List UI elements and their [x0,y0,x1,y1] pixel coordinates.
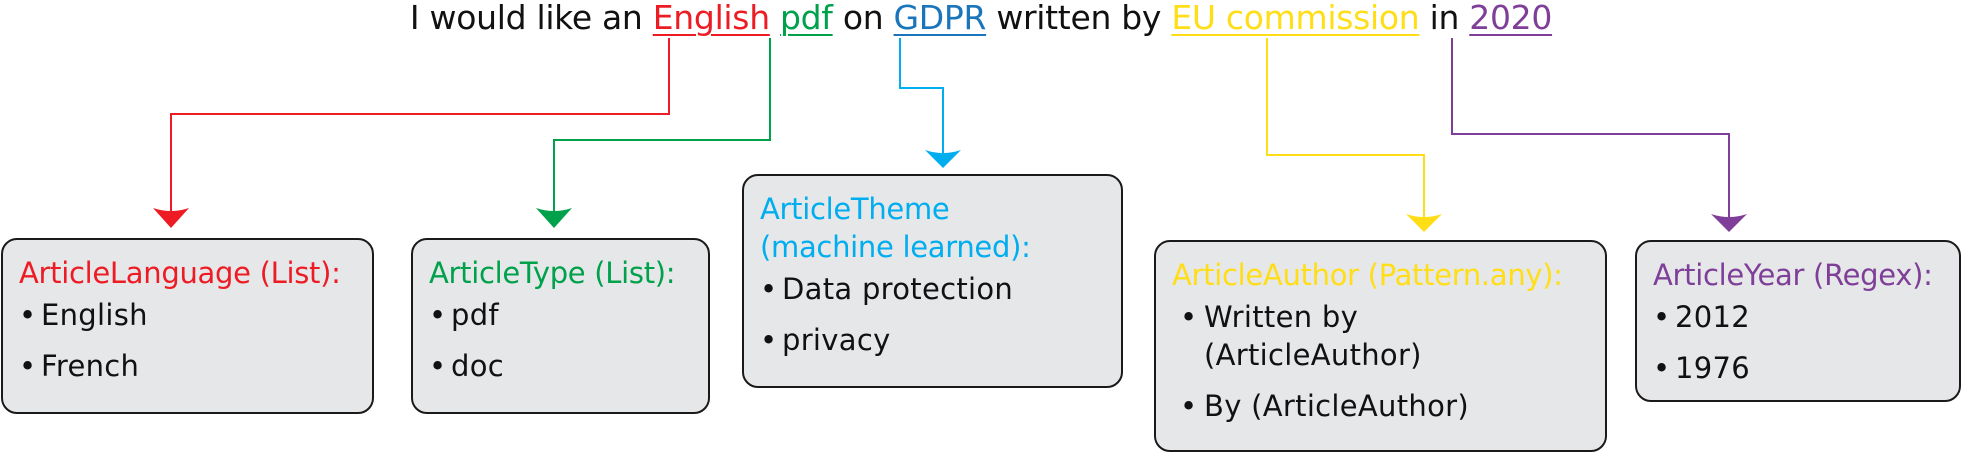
entity-title: ArticleAuthor (Pattern.any): [1172,258,1563,292]
list-item: •By (ArticleAuthor) [1172,387,1605,425]
entity-examples: •2012 •1976 [1653,298,1959,387]
list-item: •1976 [1653,349,1959,387]
sentence-text: in [1419,0,1470,37]
list-item: •pdf [429,296,708,334]
item-text: French [41,349,140,383]
bullet-icon: • [1180,300,1198,334]
arrow-down-icon [1406,214,1442,232]
entity-box-type: ArticleType (List): •pdf •doc [411,238,710,414]
item-text: privacy [782,323,891,357]
item-text: pdf [451,298,499,332]
bullet-icon: • [760,323,778,357]
list-item: •French [19,347,372,385]
entity-examples: •English •French [19,296,372,385]
entity-title-line2: (machine learned): [760,230,1031,264]
item-text: By (ArticleAuthor) [1204,389,1469,423]
bullet-icon: • [429,349,447,383]
list-item: •2012 [1653,298,1959,336]
sentence-text: I would like an [409,0,653,37]
highlight-type: pdf [780,0,833,37]
list-item: •privacy [760,321,1121,359]
entity-title: ArticleYear (Regex): [1653,258,1933,292]
entity-box-author: ArticleAuthor (Pattern.any): •Written by… [1154,240,1607,452]
bullet-icon: • [429,298,447,332]
item-text: doc [451,349,504,383]
list-item: •English [19,296,372,334]
bullet-icon: • [760,272,778,306]
item-text: 2012 [1675,300,1751,334]
entity-examples: •Data protection •privacy [760,270,1121,359]
item-text: Written by (ArticleAuthor) [1204,300,1422,372]
connector-language [170,38,670,212]
highlight-theme: GDPR [893,0,987,37]
entity-box-language: ArticleLanguage (List): •English •French [1,238,374,414]
arrow-down-icon [1711,214,1747,232]
connector-year [1451,38,1730,222]
bullet-icon: • [19,349,37,383]
bullet-icon: • [1180,389,1198,423]
entity-title: ArticleLanguage (List): [19,256,341,290]
utterance-sentence: I would like an English pdf on GDPR writ… [0,0,1962,37]
item-text: 1976 [1675,351,1751,385]
sentence-text: on [832,0,894,37]
arrow-down-icon [153,208,189,228]
list-item: •Data protection [760,270,1121,308]
entity-examples: •Written by (ArticleAuthor) •By (Article… [1172,298,1605,425]
bullet-icon: • [1653,351,1671,385]
entity-title: ArticleType (List): [429,256,676,290]
highlight-author: EU commission [1171,0,1420,37]
item-text: English [41,298,148,332]
entity-examples: •pdf •doc [429,296,708,385]
connector-theme [899,38,944,155]
sentence-text: written by [986,0,1172,37]
item-text: Data protection [782,272,1014,306]
connector-type [553,38,771,212]
entity-box-year: ArticleYear (Regex): •2012 •1976 [1635,240,1961,402]
entity-box-theme: ArticleTheme (machine learned): •Data pr… [742,174,1123,388]
arrow-down-icon [925,150,961,168]
highlight-language: English [652,0,770,37]
entity-title: ArticleTheme [760,192,950,226]
connector-author [1266,38,1425,222]
bullet-icon: • [19,298,37,332]
list-item: •doc [429,347,708,385]
bullet-icon: • [1653,300,1671,334]
list-item: •Written by (ArticleAuthor) [1172,298,1605,374]
highlight-year: 2020 [1469,0,1553,37]
arrow-down-icon [536,208,572,228]
